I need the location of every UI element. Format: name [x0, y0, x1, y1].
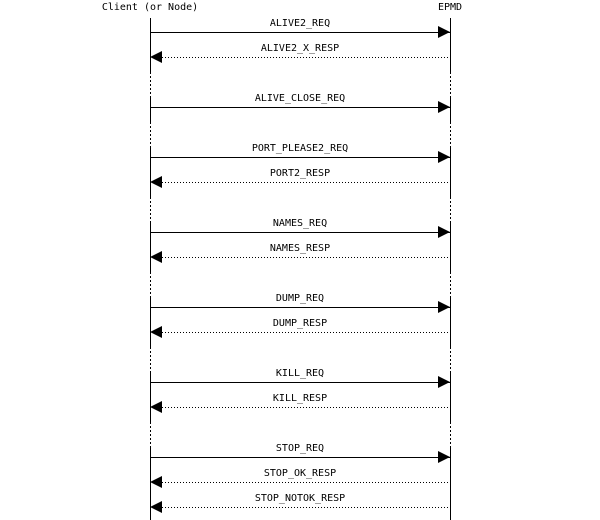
arrowhead-right-icon	[438, 226, 450, 238]
message-line	[150, 232, 450, 233]
message-label: PORT2_RESP	[269, 168, 331, 179]
message-label: STOP_REQ	[275, 443, 325, 454]
message-label: NAMES_RESP	[269, 243, 331, 254]
lifeline-segment	[150, 372, 151, 422]
message-line	[150, 157, 450, 158]
participant-client-label: Client (or Node)	[101, 2, 199, 13]
lifeline-segment	[450, 372, 451, 422]
lifeline-segment	[450, 297, 451, 347]
lifeline-segment	[450, 422, 451, 447]
message-line	[150, 407, 450, 408]
message-line	[150, 182, 450, 183]
lifeline-segment	[450, 147, 451, 197]
lifeline-segment	[150, 147, 151, 197]
arrowhead-left-icon	[150, 326, 162, 338]
message-names-resp: NAMES_RESP	[150, 243, 450, 263]
message-alive2-x-resp: ALIVE2_X_RESP	[150, 43, 450, 63]
message-kill-resp: KILL_RESP	[150, 393, 450, 413]
lifeline-segment	[150, 97, 151, 122]
lifeline-segment	[150, 422, 151, 447]
message-label: KILL_REQ	[275, 368, 325, 379]
arrowhead-left-icon	[150, 401, 162, 413]
message-label: DUMP_RESP	[272, 318, 328, 329]
message-label: ALIVE2_X_RESP	[260, 43, 340, 54]
message-line	[150, 57, 450, 58]
message-kill-req: KILL_REQ	[150, 368, 450, 388]
message-line	[150, 457, 450, 458]
message-alive-close-req: ALIVE_CLOSE_REQ	[150, 93, 450, 113]
message-line	[150, 382, 450, 383]
message-stop-req: STOP_REQ	[150, 443, 450, 463]
message-stop-ok-resp: STOP_OK_RESP	[150, 468, 450, 488]
message-line	[150, 332, 450, 333]
arrowhead-left-icon	[150, 251, 162, 263]
message-label: ALIVE2_REQ	[269, 18, 331, 29]
lifeline-segment	[150, 272, 151, 297]
message-dump-req: DUMP_REQ	[150, 293, 450, 313]
lifeline-segment	[450, 18, 451, 72]
arrowhead-left-icon	[150, 176, 162, 188]
message-port-please2-req: PORT_PLEASE2_REQ	[150, 143, 450, 163]
message-label: DUMP_REQ	[275, 293, 325, 304]
lifeline-segment	[150, 72, 151, 97]
arrowhead-left-icon	[150, 501, 162, 513]
message-stop-notok-resp: STOP_NOTOK_RESP	[150, 493, 450, 513]
message-alive2-req: ALIVE2_REQ	[150, 18, 450, 38]
arrowhead-left-icon	[150, 51, 162, 63]
lifeline-segment	[450, 72, 451, 97]
message-line	[150, 257, 450, 258]
message-label: ALIVE_CLOSE_REQ	[254, 93, 346, 104]
message-line	[150, 482, 450, 483]
arrowhead-left-icon	[150, 476, 162, 488]
arrowhead-right-icon	[438, 26, 450, 38]
lifeline-segment	[150, 222, 151, 272]
message-label: PORT_PLEASE2_REQ	[251, 143, 349, 154]
arrowhead-right-icon	[438, 151, 450, 163]
message-line	[150, 107, 450, 108]
message-port2-resp: PORT2_RESP	[150, 168, 450, 188]
epmd-lifeline	[450, 18, 451, 520]
arrowhead-right-icon	[438, 451, 450, 463]
message-names-req: NAMES_REQ	[150, 218, 450, 238]
message-label: KILL_RESP	[272, 393, 328, 404]
lifeline-segment	[450, 272, 451, 297]
message-label: STOP_NOTOK_RESP	[254, 493, 346, 504]
arrowhead-right-icon	[438, 301, 450, 313]
lifeline-segment	[150, 18, 151, 72]
message-label: STOP_OK_RESP	[263, 468, 337, 479]
lifeline-segment	[450, 347, 451, 372]
lifeline-segment	[450, 122, 451, 147]
message-label: NAMES_REQ	[272, 218, 328, 229]
message-dump-resp: DUMP_RESP	[150, 318, 450, 338]
lifeline-segment	[150, 297, 151, 347]
lifeline-segment	[450, 447, 451, 520]
lifeline-segment	[150, 347, 151, 372]
lifeline-segment	[450, 97, 451, 122]
lifeline-segment	[150, 197, 151, 222]
message-line	[150, 507, 450, 508]
message-line	[150, 307, 450, 308]
arrowhead-right-icon	[438, 101, 450, 113]
message-line	[150, 32, 450, 33]
participant-epmd-label: EPMD	[437, 2, 463, 13]
arrowhead-right-icon	[438, 376, 450, 388]
lifeline-segment	[450, 197, 451, 222]
lifeline-segment	[150, 122, 151, 147]
lifeline-segment	[450, 222, 451, 272]
